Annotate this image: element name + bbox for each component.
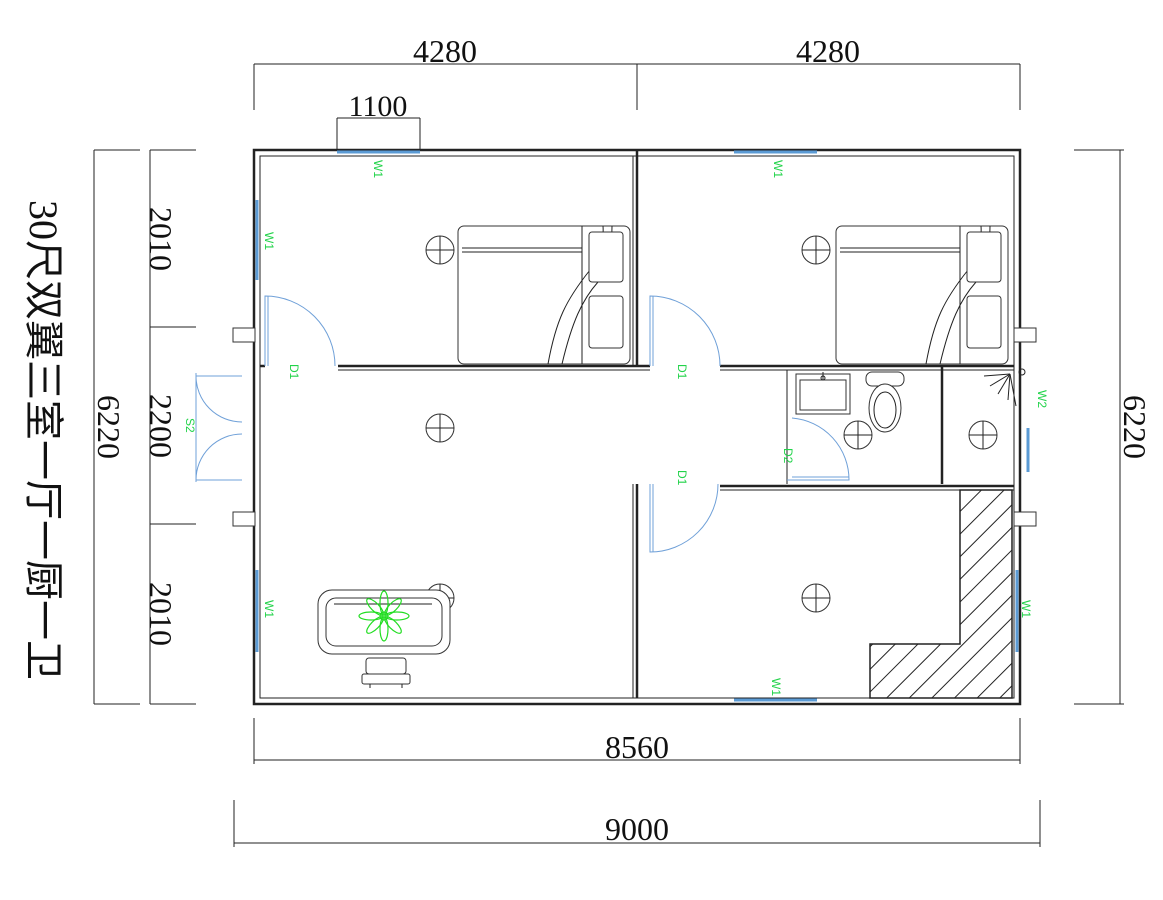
dim-bottom-inner: 8560 — [605, 729, 669, 765]
ceiling-light-icon — [425, 235, 455, 265]
windows — [255, 150, 1030, 702]
chair — [361, 657, 411, 688]
ceiling-light-icon — [968, 420, 998, 450]
ceiling-light-icon — [425, 413, 455, 443]
plan-title: 30尺双翼三室一厅一厨一卫 — [21, 200, 66, 680]
label-w1-top-left: W1 — [371, 160, 385, 178]
label-w1-left-bottom: W1 — [262, 600, 276, 618]
dim-left-middle: 2200 — [143, 394, 179, 458]
dim-right-total: 6220 — [1117, 395, 1153, 459]
label-d1-right: D1 — [675, 364, 689, 380]
ceiling-light-icon — [801, 235, 831, 265]
label-w2: W2 — [1035, 390, 1049, 408]
label-w1-right: W1 — [1019, 600, 1033, 618]
ceiling-light-icon — [843, 420, 873, 450]
label-w1-top-right: W1 — [771, 160, 785, 178]
kitchen-counter — [869, 489, 1013, 699]
dim-top-left: 4280 — [413, 33, 477, 69]
dim-bottom-outer: 9000 — [605, 811, 669, 847]
label-s2: S2 — [183, 418, 197, 433]
walls — [232, 148, 1037, 706]
table — [317, 589, 451, 655]
ceiling-light-icon — [801, 583, 831, 613]
bed-right — [835, 225, 1009, 365]
shower-head — [983, 368, 1026, 407]
toilet — [865, 371, 905, 433]
label-w1-bottom: W1 — [769, 678, 783, 696]
sink — [795, 372, 851, 415]
bed-left — [457, 225, 631, 365]
dimension-lines — [93, 63, 1124, 847]
label-d2: D2 — [781, 448, 795, 464]
dim-left-total: 6220 — [91, 395, 127, 459]
plant-icon — [358, 590, 410, 642]
doors — [195, 295, 850, 553]
dim-window-width: 1100 — [349, 90, 408, 123]
label-w1-left-top: W1 — [262, 232, 276, 250]
dim-left-bottom: 2010 — [143, 582, 179, 646]
label-d1-lower: D1 — [675, 470, 689, 486]
label-d1-left: D1 — [287, 364, 301, 380]
dim-left-top: 2010 — [143, 207, 179, 271]
dim-top-right: 4280 — [796, 33, 860, 69]
